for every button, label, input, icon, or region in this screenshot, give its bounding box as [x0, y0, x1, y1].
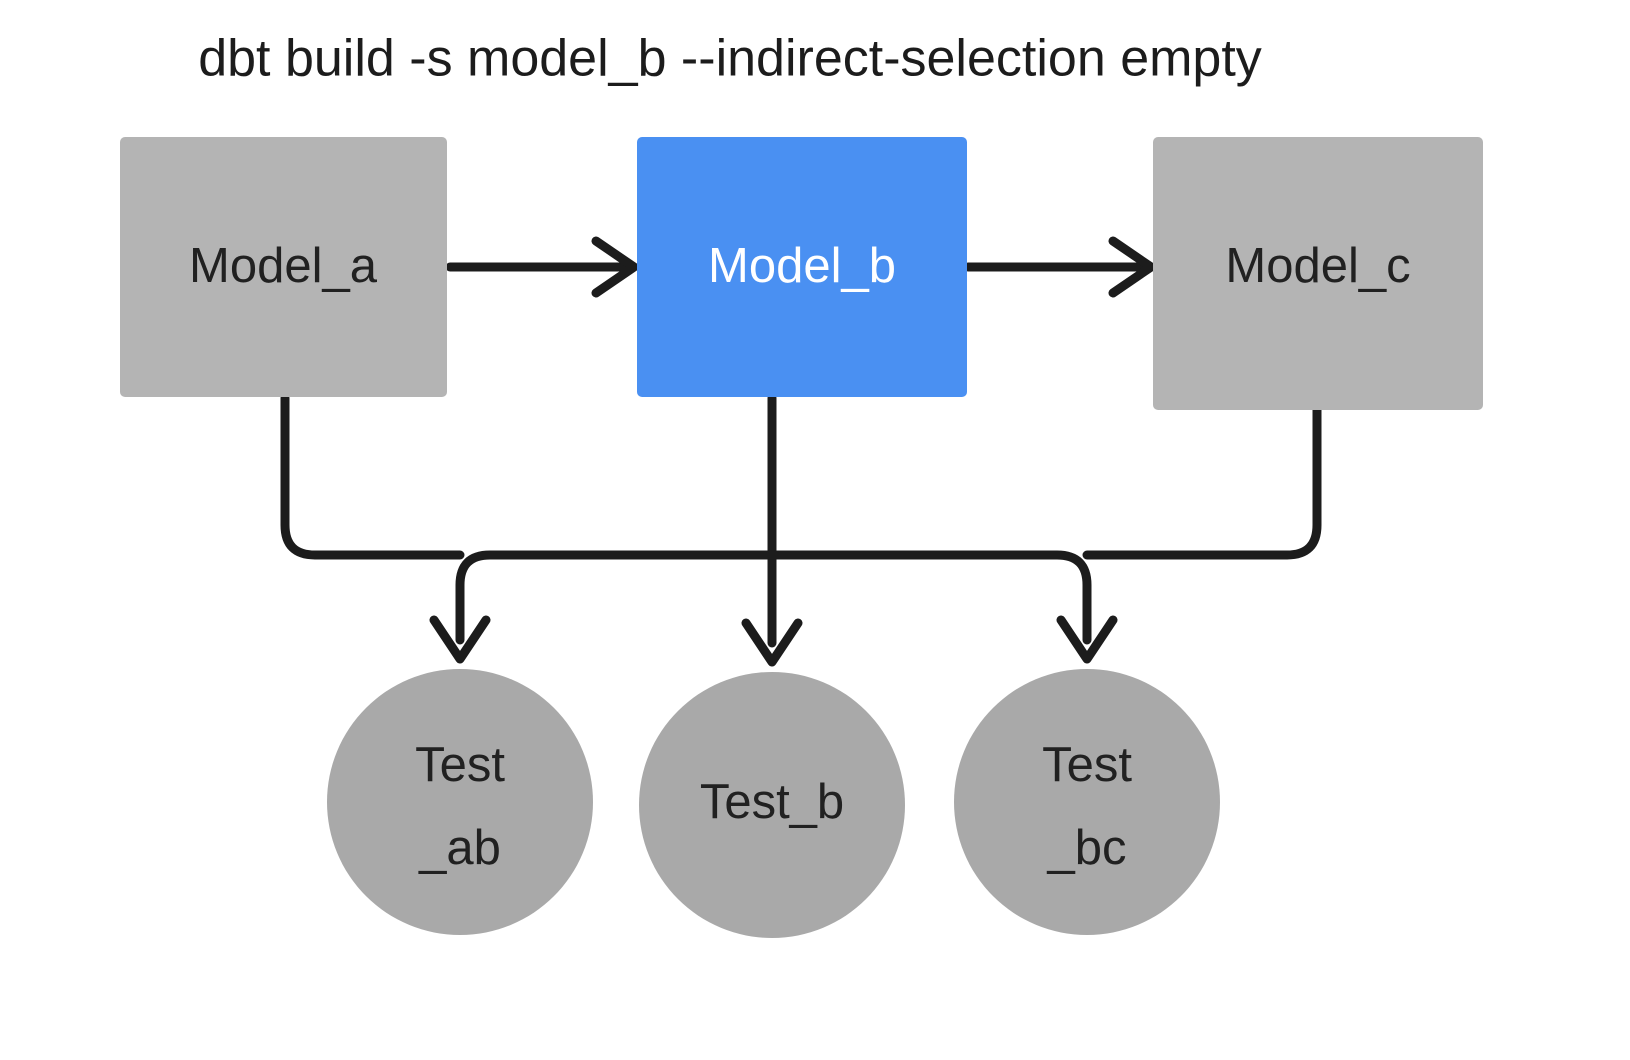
- edges-layer: [280, 236, 1322, 667]
- test-b-shape[interactable]: [639, 672, 905, 938]
- model-a-label: Model_a: [189, 239, 378, 293]
- node-test-bc[interactable]: Test _bc: [954, 669, 1220, 935]
- edge-model-b-to-test-ab: [429, 550, 777, 664]
- test-b-label-line1: Test_b: [700, 775, 844, 829]
- test-bc-shape[interactable]: [954, 669, 1220, 935]
- test-ab-label-line1: Test: [415, 738, 505, 792]
- test-ab-shape[interactable]: [327, 669, 593, 935]
- test-nodes-layer: Test _ab Test_b Test _bc: [327, 669, 1220, 938]
- test-bc-label-line1: Test: [1042, 738, 1132, 792]
- edge-model-b-to-test-b: [741, 393, 803, 667]
- model-c-label: Model_c: [1225, 239, 1410, 293]
- node-test-ab[interactable]: Test _ab: [327, 669, 593, 935]
- node-model-b[interactable]: Model_b: [637, 137, 967, 397]
- diagram-title: dbt build -s model_b --indirect-selectio…: [198, 30, 1262, 88]
- edge-model-b-to-model-c: [963, 236, 1156, 298]
- edge-model-a-to-test-ab: [280, 393, 465, 560]
- test-bc-label-line2: _bc: [1046, 821, 1126, 875]
- edge-model-a-to-model-b: [445, 236, 639, 298]
- model-a-shape[interactable]: [120, 137, 447, 397]
- test-ab-label-line2: _ab: [418, 821, 501, 875]
- model-b-label: Model_b: [708, 239, 896, 293]
- node-model-c[interactable]: Model_c: [1153, 137, 1483, 410]
- model-b-shape[interactable]: [637, 137, 967, 397]
- node-test-b[interactable]: Test_b: [639, 672, 905, 938]
- edge-model-b-to-test-bc: [767, 550, 1118, 664]
- node-model-a[interactable]: Model_a: [120, 137, 447, 397]
- model-c-shape[interactable]: [1153, 137, 1483, 410]
- edge-model-c-to-test-bc: [1082, 405, 1322, 560]
- model-nodes-layer: Model_a Model_b Model_c: [120, 137, 1483, 410]
